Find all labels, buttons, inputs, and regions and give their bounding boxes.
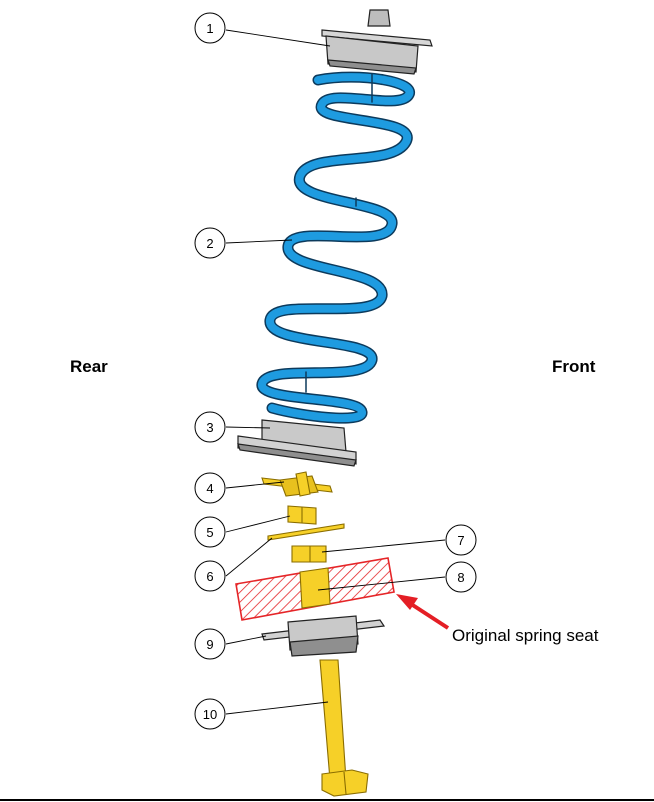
- callout-2: 2: [194, 227, 226, 259]
- callout-6: 6: [194, 560, 226, 592]
- svg-text:6: 6: [206, 569, 213, 584]
- svg-text:3: 3: [206, 420, 213, 435]
- svg-text:2: 2: [206, 236, 213, 251]
- callout-5: 5: [194, 516, 226, 548]
- svg-text:10: 10: [203, 707, 217, 722]
- lower-spring-seat: [237, 419, 357, 467]
- callout-1: 1: [194, 12, 226, 44]
- rear-label: Rear: [70, 357, 108, 376]
- upper-spacer: [291, 545, 327, 563]
- red-arrow-icon: [396, 594, 450, 630]
- original-spring-seat: [235, 557, 395, 621]
- callout-4: 4: [194, 472, 226, 504]
- top-mount: [321, 9, 433, 75]
- lower-bracket: [261, 471, 333, 497]
- svg-text:1: 1: [206, 21, 213, 36]
- callout-9: 9: [194, 628, 226, 660]
- svg-text:8: 8: [457, 570, 464, 585]
- bolt: [319, 659, 369, 797]
- svg-text:4: 4: [206, 481, 213, 496]
- callout-7: 7: [445, 524, 477, 556]
- svg-text:5: 5: [206, 525, 213, 540]
- callout-10: 10: [194, 698, 226, 730]
- coil-spring: [256, 71, 416, 424]
- svg-text:7: 7: [457, 533, 464, 548]
- base-plate: [261, 615, 386, 657]
- original-spring-seat-label: Original spring seat: [452, 626, 599, 645]
- callout-3: 3: [194, 411, 226, 443]
- front-label: Front: [552, 357, 596, 376]
- callout-8: 8: [445, 561, 477, 593]
- spacer-block: [287, 505, 317, 525]
- svg-text:9: 9: [206, 637, 213, 652]
- leader-lines: [225, 29, 446, 715]
- shim-plate: [267, 523, 345, 541]
